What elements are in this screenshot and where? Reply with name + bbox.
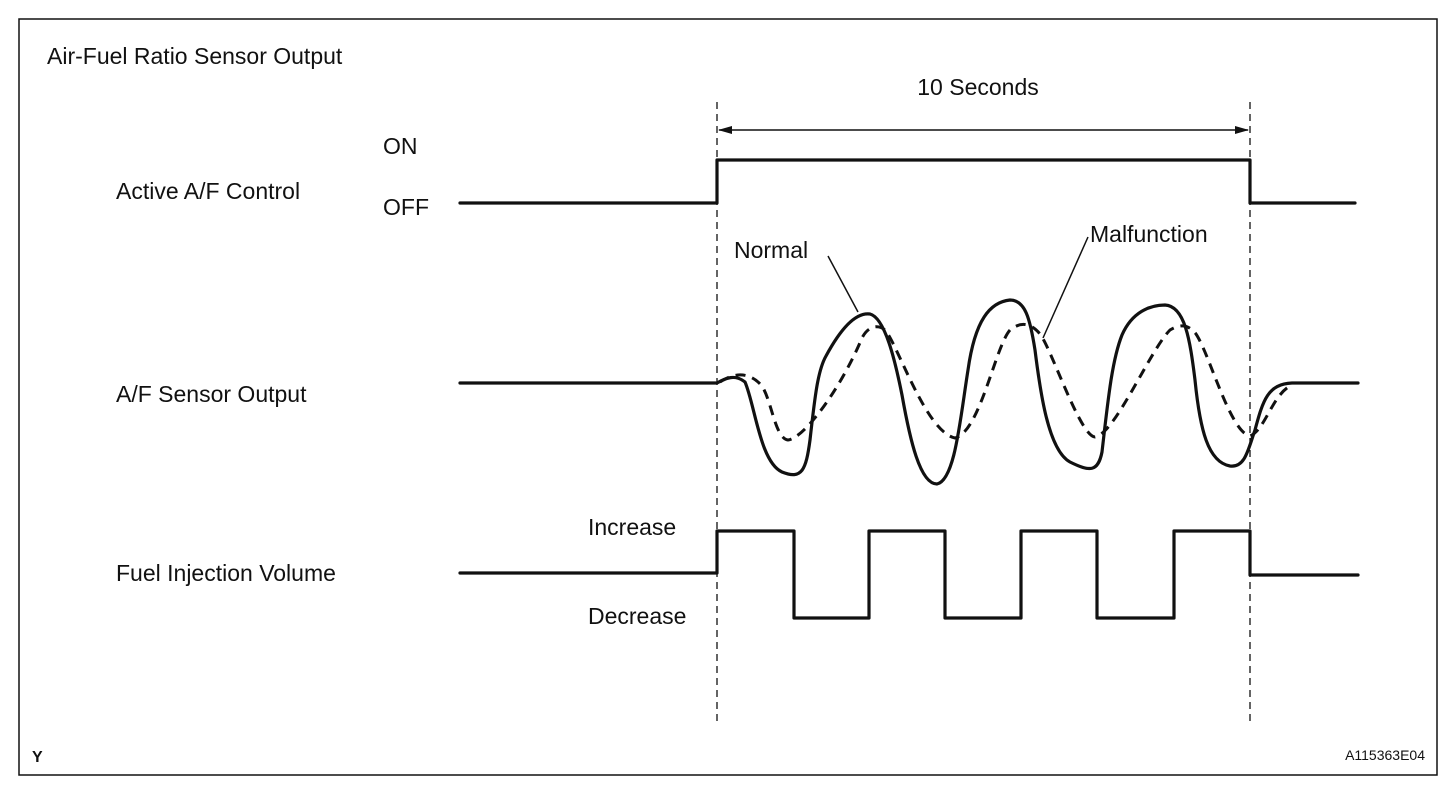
normal-leader-line [827, 255, 859, 313]
decrease-level-label: Decrease [588, 603, 686, 629]
corner-mark: Y [32, 749, 43, 766]
duration-label: 10 Seconds [917, 74, 1038, 100]
fuel-injection-waveform [458, 529, 1360, 620]
increase-level-label: Increase [588, 514, 676, 540]
diagram-frame [18, 18, 1438, 776]
active-control-waveform [458, 158, 1357, 205]
on-level-label: ON [383, 133, 418, 159]
malfunction-curve-label: Malfunction [1090, 221, 1208, 247]
normal-curve-label: Normal [734, 237, 808, 263]
sensor-output-label: A/F Sensor Output [116, 381, 307, 407]
normal-response-curve [458, 298, 1360, 486]
active-control-label: Active A/F Control [116, 178, 300, 204]
malfunction-leader-line [1042, 236, 1089, 339]
diagram-title: Air-Fuel Ratio Sensor Output [47, 43, 343, 69]
malfunction-response-curve [719, 323, 1291, 442]
figure-id: A115363E04 [1345, 747, 1425, 763]
fuel-injection-label: Fuel Injection Volume [116, 560, 336, 586]
off-level-label: OFF [383, 194, 429, 220]
